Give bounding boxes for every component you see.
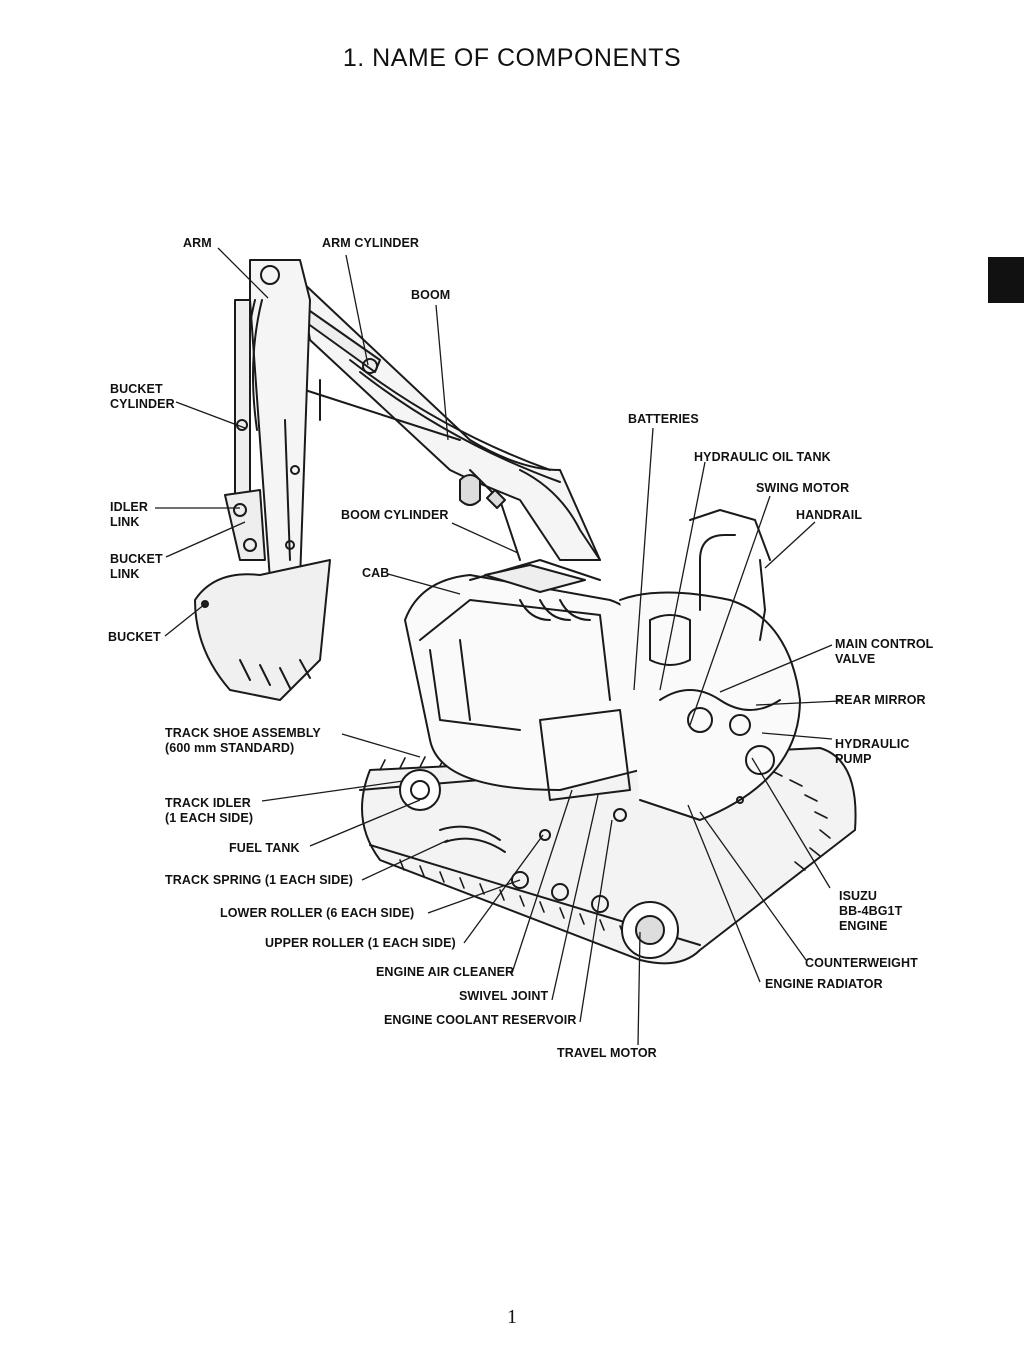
label-track-spring: TRACK SPRING (1 EACH SIDE) <box>165 873 354 887</box>
label-hydraulic-pump-line2: PUMP <box>835 752 872 766</box>
label-counterweight: COUNTERWEIGHT <box>805 956 918 970</box>
label-arm-cylinder: ARM CYLINDER <box>322 236 420 250</box>
label-travel-motor: TRAVEL MOTOR <box>557 1046 657 1060</box>
label-main-control-valve: MAIN CONTROL VALVE <box>835 637 933 667</box>
track-assembly <box>359 747 857 965</box>
label-bucket-cylinder-line2: CYLINDER <box>110 397 175 411</box>
label-engine-air-cleaner: ENGINE AIR CLEANER <box>376 965 515 979</box>
label-isuzu-engine-line3: ENGINE <box>839 919 888 933</box>
label-hydraulic-pump-line1: HYDRAULIC <box>835 737 910 751</box>
label-swing-motor: SWING MOTOR <box>756 481 850 495</box>
bucket-shape <box>194 559 331 701</box>
label-bucket-link: BUCKET LINK <box>110 552 163 582</box>
label-boom: BOOM <box>411 288 451 302</box>
label-engine-radiator: ENGINE RADIATOR <box>765 977 883 991</box>
label-track-idler: TRACK IDLER (1 EACH SIDE) <box>165 796 253 826</box>
label-bucket: BUCKET <box>108 630 161 644</box>
label-boom-cylinder: BOOM CYLINDER <box>341 508 449 522</box>
label-engine-coolant-reservoir: ENGINE COOLANT RESERVOIR <box>384 1013 577 1027</box>
label-track-idler-line2: (1 EACH SIDE) <box>165 811 254 825</box>
label-cab: CAB <box>362 566 390 580</box>
upper-structure <box>404 509 801 822</box>
leader-lines <box>155 247 841 1046</box>
label-track-shoe-assembly: TRACK SHOE ASSEMBLY (600 mm STANDARD) <box>165 726 321 756</box>
label-isuzu-engine-line2: BB-4BG1T <box>839 904 903 918</box>
label-fuel-tank: FUEL TANK <box>229 841 300 855</box>
label-swivel-joint: SWIVEL JOINT <box>459 989 549 1003</box>
excavator-illustration <box>194 259 857 965</box>
label-hydraulic-pump: HYDRAULIC PUMP <box>835 737 910 767</box>
link-mechanism <box>224 489 266 561</box>
label-isuzu-engine: ISUZU BB-4BG1T ENGINE <box>839 889 902 934</box>
label-lower-roller: LOWER ROLLER (6 EACH SIDE) <box>220 906 415 920</box>
label-bucket-link-line2: LINK <box>110 567 140 581</box>
boom <box>299 279 601 561</box>
label-main-control-valve-line1: MAIN CONTROL <box>835 637 934 651</box>
label-track-idler-line1: TRACK IDLER <box>165 796 251 810</box>
label-track-shoe-assembly-line1: TRACK SHOE ASSEMBLY <box>165 726 321 740</box>
page-number: 1 <box>507 1306 517 1328</box>
label-upper-roller: UPPER ROLLER (1 EACH SIDE) <box>265 936 456 950</box>
label-bucket-cylinder-line1: BUCKET <box>110 382 163 396</box>
label-bucket-link-line1: BUCKET <box>110 552 163 566</box>
label-idler-link-line1: IDLER <box>110 500 148 514</box>
label-main-control-valve-line2: VALVE <box>835 652 876 666</box>
label-idler-link-line2: LINK <box>110 515 140 529</box>
bucket-cylinder-shape <box>234 299 251 501</box>
label-idler-link: IDLER LINK <box>110 500 148 530</box>
label-batteries: BATTERIES <box>628 412 699 426</box>
label-rear-mirror: REAR MIRROR <box>835 693 926 707</box>
label-bucket-cylinder: BUCKET CYLINDER <box>110 382 175 412</box>
label-handrail: HANDRAIL <box>796 508 863 522</box>
label-hydraulic-oil-tank: HYDRAULIC OIL TANK <box>694 450 831 464</box>
section-tab-marker <box>988 257 1024 303</box>
label-isuzu-engine-line1: ISUZU <box>839 889 877 903</box>
page-title: 1. NAME OF COMPONENTS <box>342 44 682 72</box>
label-track-shoe-assembly-line2: (600 mm STANDARD) <box>165 741 295 755</box>
label-arm: ARM <box>183 236 212 250</box>
